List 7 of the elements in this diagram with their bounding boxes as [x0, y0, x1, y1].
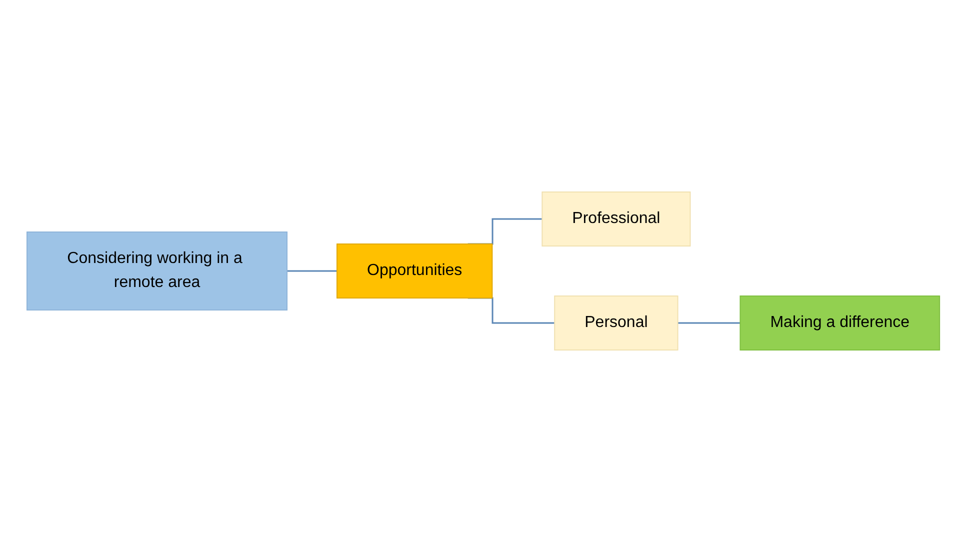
node-box: Opportunities [336, 244, 492, 298]
node-box: Making a difference [739, 296, 940, 350]
connector [678, 322, 740, 324]
node-box: Considering working in a remote area [26, 232, 288, 310]
node-box: Personal [554, 296, 678, 350]
connector [286, 270, 337, 272]
node-box: Professional [541, 192, 690, 246]
